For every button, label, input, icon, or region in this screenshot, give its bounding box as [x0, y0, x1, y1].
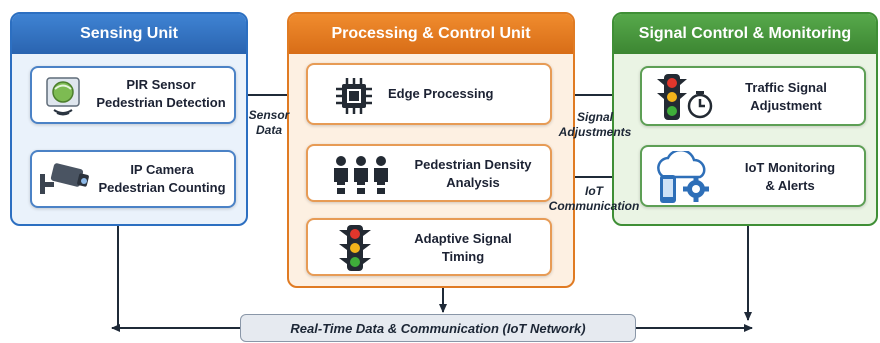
- signal-adjustments-line2: Adjustments: [558, 125, 632, 139]
- density-line2: Analysis: [446, 175, 500, 190]
- adjust-line2: Adjustment: [750, 98, 822, 113]
- chip-icon: [334, 76, 374, 121]
- density-analysis-label: Pedestrian Density Analysis: [398, 156, 548, 192]
- ip-camera-subtitle: Pedestrian Counting: [98, 180, 226, 195]
- sensor-data-label: Sensor Data: [244, 108, 294, 138]
- sensor-data-line1: Sensor: [248, 108, 290, 122]
- adaptive-line1: Adaptive Signal: [414, 231, 512, 246]
- pir-sensor-icon: [40, 75, 86, 122]
- iot-line2: & Alerts: [765, 178, 815, 193]
- traffic-adjustment-box: Traffic Signal Adjustment: [640, 66, 866, 126]
- pir-sensor-box: PIR Sensor Pedestrian Detection: [30, 66, 236, 124]
- pir-sensor-title: PIR Sensor: [126, 77, 196, 92]
- sensing-unit-title: Sensing Unit: [12, 14, 246, 54]
- signal-adjustments-label: Signal Adjustments: [552, 110, 638, 140]
- adaptive-line2: Timing: [441, 249, 485, 264]
- iot-network-bar: Real-Time Data & Communication (IoT Netw…: [240, 314, 636, 342]
- pedestrian-group-icon: [330, 154, 392, 201]
- density-analysis-box: Pedestrian Density Analysis: [306, 144, 552, 202]
- ip-camera-label: IP Camera Pedestrian Counting: [90, 161, 234, 197]
- iot-monitoring-box: IoT Monitoring & Alerts: [640, 145, 866, 207]
- iot-monitoring-label: IoT Monitoring & Alerts: [722, 159, 858, 195]
- sensor-data-line2: Data: [255, 123, 282, 137]
- ip-camera-box: IP Camera Pedestrian Counting: [30, 150, 236, 208]
- iot-communication-label: IoT Communication: [548, 184, 640, 214]
- pir-sensor-subtitle: Pedestrian Detection: [96, 95, 226, 110]
- camera-icon: [38, 160, 92, 205]
- density-line1: Pedestrian Density: [414, 157, 532, 172]
- signal-adjustments-line1: Signal: [576, 110, 613, 124]
- iot-communication-line2: Communication: [548, 199, 640, 213]
- edge-processing-label: Edge Processing: [388, 86, 494, 101]
- traffic-light-timer-icon: [656, 72, 724, 129]
- edge-processing-box: Edge Processing: [306, 63, 552, 125]
- ip-camera-title: IP Camera: [130, 162, 194, 177]
- adaptive-timing-box: Adaptive Signal Timing: [306, 218, 552, 276]
- traffic-adjustment-label: Traffic Signal Adjustment: [716, 79, 856, 115]
- iot-communication-line1: IoT: [585, 184, 603, 198]
- adaptive-timing-label: Adaptive Signal Timing: [388, 230, 538, 266]
- cloud-device-icon: [654, 148, 720, 210]
- adjust-line1: Traffic Signal: [745, 80, 827, 95]
- signal-monitoring-title: Signal Control & Monitoring: [614, 14, 876, 54]
- iot-line1: IoT Monitoring: [744, 160, 836, 175]
- pir-sensor-label: PIR Sensor Pedestrian Detection: [88, 76, 234, 112]
- traffic-light-icon: [338, 224, 372, 279]
- processing-unit-title: Processing & Control Unit: [289, 14, 573, 54]
